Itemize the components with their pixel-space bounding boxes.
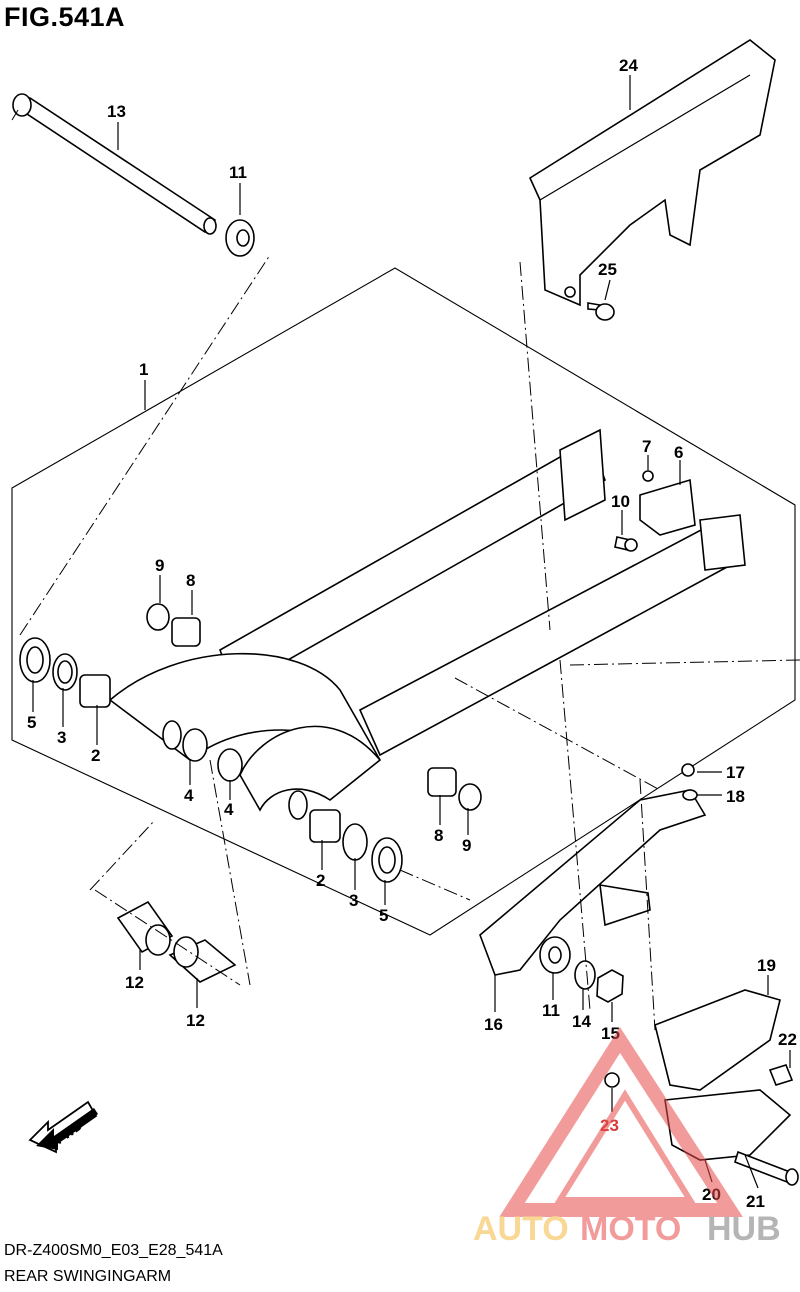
callout-21: 21 bbox=[746, 1192, 765, 1211]
callout-2-left: 2 bbox=[91, 746, 100, 765]
callout-25: 25 bbox=[598, 260, 617, 279]
washer-lower[interactable] bbox=[539, 936, 571, 974]
watermark-word-c: HUB bbox=[707, 1210, 781, 1248]
callout-7: 7 bbox=[642, 437, 651, 456]
figure-title: FIG.541A bbox=[4, 2, 126, 32]
callout-24: 24 bbox=[619, 56, 638, 75]
watermark-word-a: AUTO bbox=[473, 1210, 569, 1248]
callout-9-left: 9 bbox=[155, 556, 164, 575]
callout-11-top: 11 bbox=[229, 163, 247, 182]
callout-6: 6 bbox=[674, 443, 683, 462]
callout-5-left: 5 bbox=[27, 713, 36, 732]
callout-10: 10 bbox=[611, 492, 630, 511]
bolt-21[interactable] bbox=[734, 1150, 799, 1186]
callout-17: 17 bbox=[726, 763, 745, 782]
callout-11-lower: 11 bbox=[542, 1001, 560, 1020]
callout-5-right: 5 bbox=[379, 906, 388, 925]
callout-8-left: 8 bbox=[186, 571, 195, 590]
callout-labels: 1 13 11 24 25 7 6 10 9 8 5 3 2 4 4 2 3 5… bbox=[27, 56, 797, 1211]
callout-8-right: 8 bbox=[434, 826, 443, 845]
callout-22: 22 bbox=[778, 1030, 797, 1049]
screw-17[interactable] bbox=[681, 763, 695, 777]
watermark-word-b: MOTO bbox=[580, 1210, 681, 1248]
fwd-arrow-icon: FWD bbox=[28, 1100, 98, 1154]
nut-15[interactable] bbox=[596, 969, 624, 1003]
chain-case[interactable] bbox=[528, 39, 776, 307]
swingarm[interactable] bbox=[108, 428, 746, 812]
washer-top[interactable] bbox=[225, 219, 255, 257]
watermark-logo: AUTO MOTO HUB bbox=[473, 1027, 781, 1248]
callout-19: 19 bbox=[757, 956, 776, 975]
screw-7[interactable] bbox=[642, 470, 654, 482]
bolt-22[interactable] bbox=[768, 1064, 794, 1086]
nut-23[interactable] bbox=[604, 1072, 620, 1088]
bolt-25[interactable] bbox=[587, 302, 615, 321]
callout-3-left: 3 bbox=[57, 728, 66, 747]
callout-16: 16 bbox=[484, 1015, 503, 1034]
callout-2-right: 2 bbox=[316, 871, 325, 890]
callout-4-left: 4 bbox=[184, 786, 194, 805]
callout-13: 13 bbox=[107, 102, 126, 121]
hose-bracket[interactable] bbox=[639, 478, 696, 536]
assembly-outline bbox=[11, 267, 796, 936]
callout-4-right: 4 bbox=[224, 800, 234, 819]
callout-12-left: 12 bbox=[125, 973, 144, 992]
washer-18[interactable] bbox=[682, 789, 698, 801]
figure-caption: REAR SWINGINGARM bbox=[4, 1268, 172, 1285]
model-code: DR-Z400SM0_E03_E28_541A bbox=[4, 1242, 223, 1259]
callout-9-right: 9 bbox=[462, 836, 471, 855]
right-bearing-stack[interactable] bbox=[309, 767, 482, 883]
left-bearing-stack[interactable] bbox=[19, 603, 201, 708]
center-spacers[interactable] bbox=[162, 720, 308, 820]
callout-12-right: 12 bbox=[186, 1011, 205, 1030]
callout-1: 1 bbox=[139, 360, 148, 379]
chain-buffer[interactable] bbox=[479, 789, 707, 976]
bolt-10[interactable] bbox=[614, 536, 638, 552]
callout-18: 18 bbox=[726, 787, 745, 806]
chain-guide[interactable] bbox=[654, 989, 792, 1161]
washer-14[interactable] bbox=[574, 960, 596, 990]
exploded-view-lines bbox=[11, 109, 800, 1031]
leader-lines bbox=[32, 75, 791, 1189]
callout-3-right: 3 bbox=[349, 891, 358, 910]
callout-14: 14 bbox=[572, 1012, 591, 1031]
